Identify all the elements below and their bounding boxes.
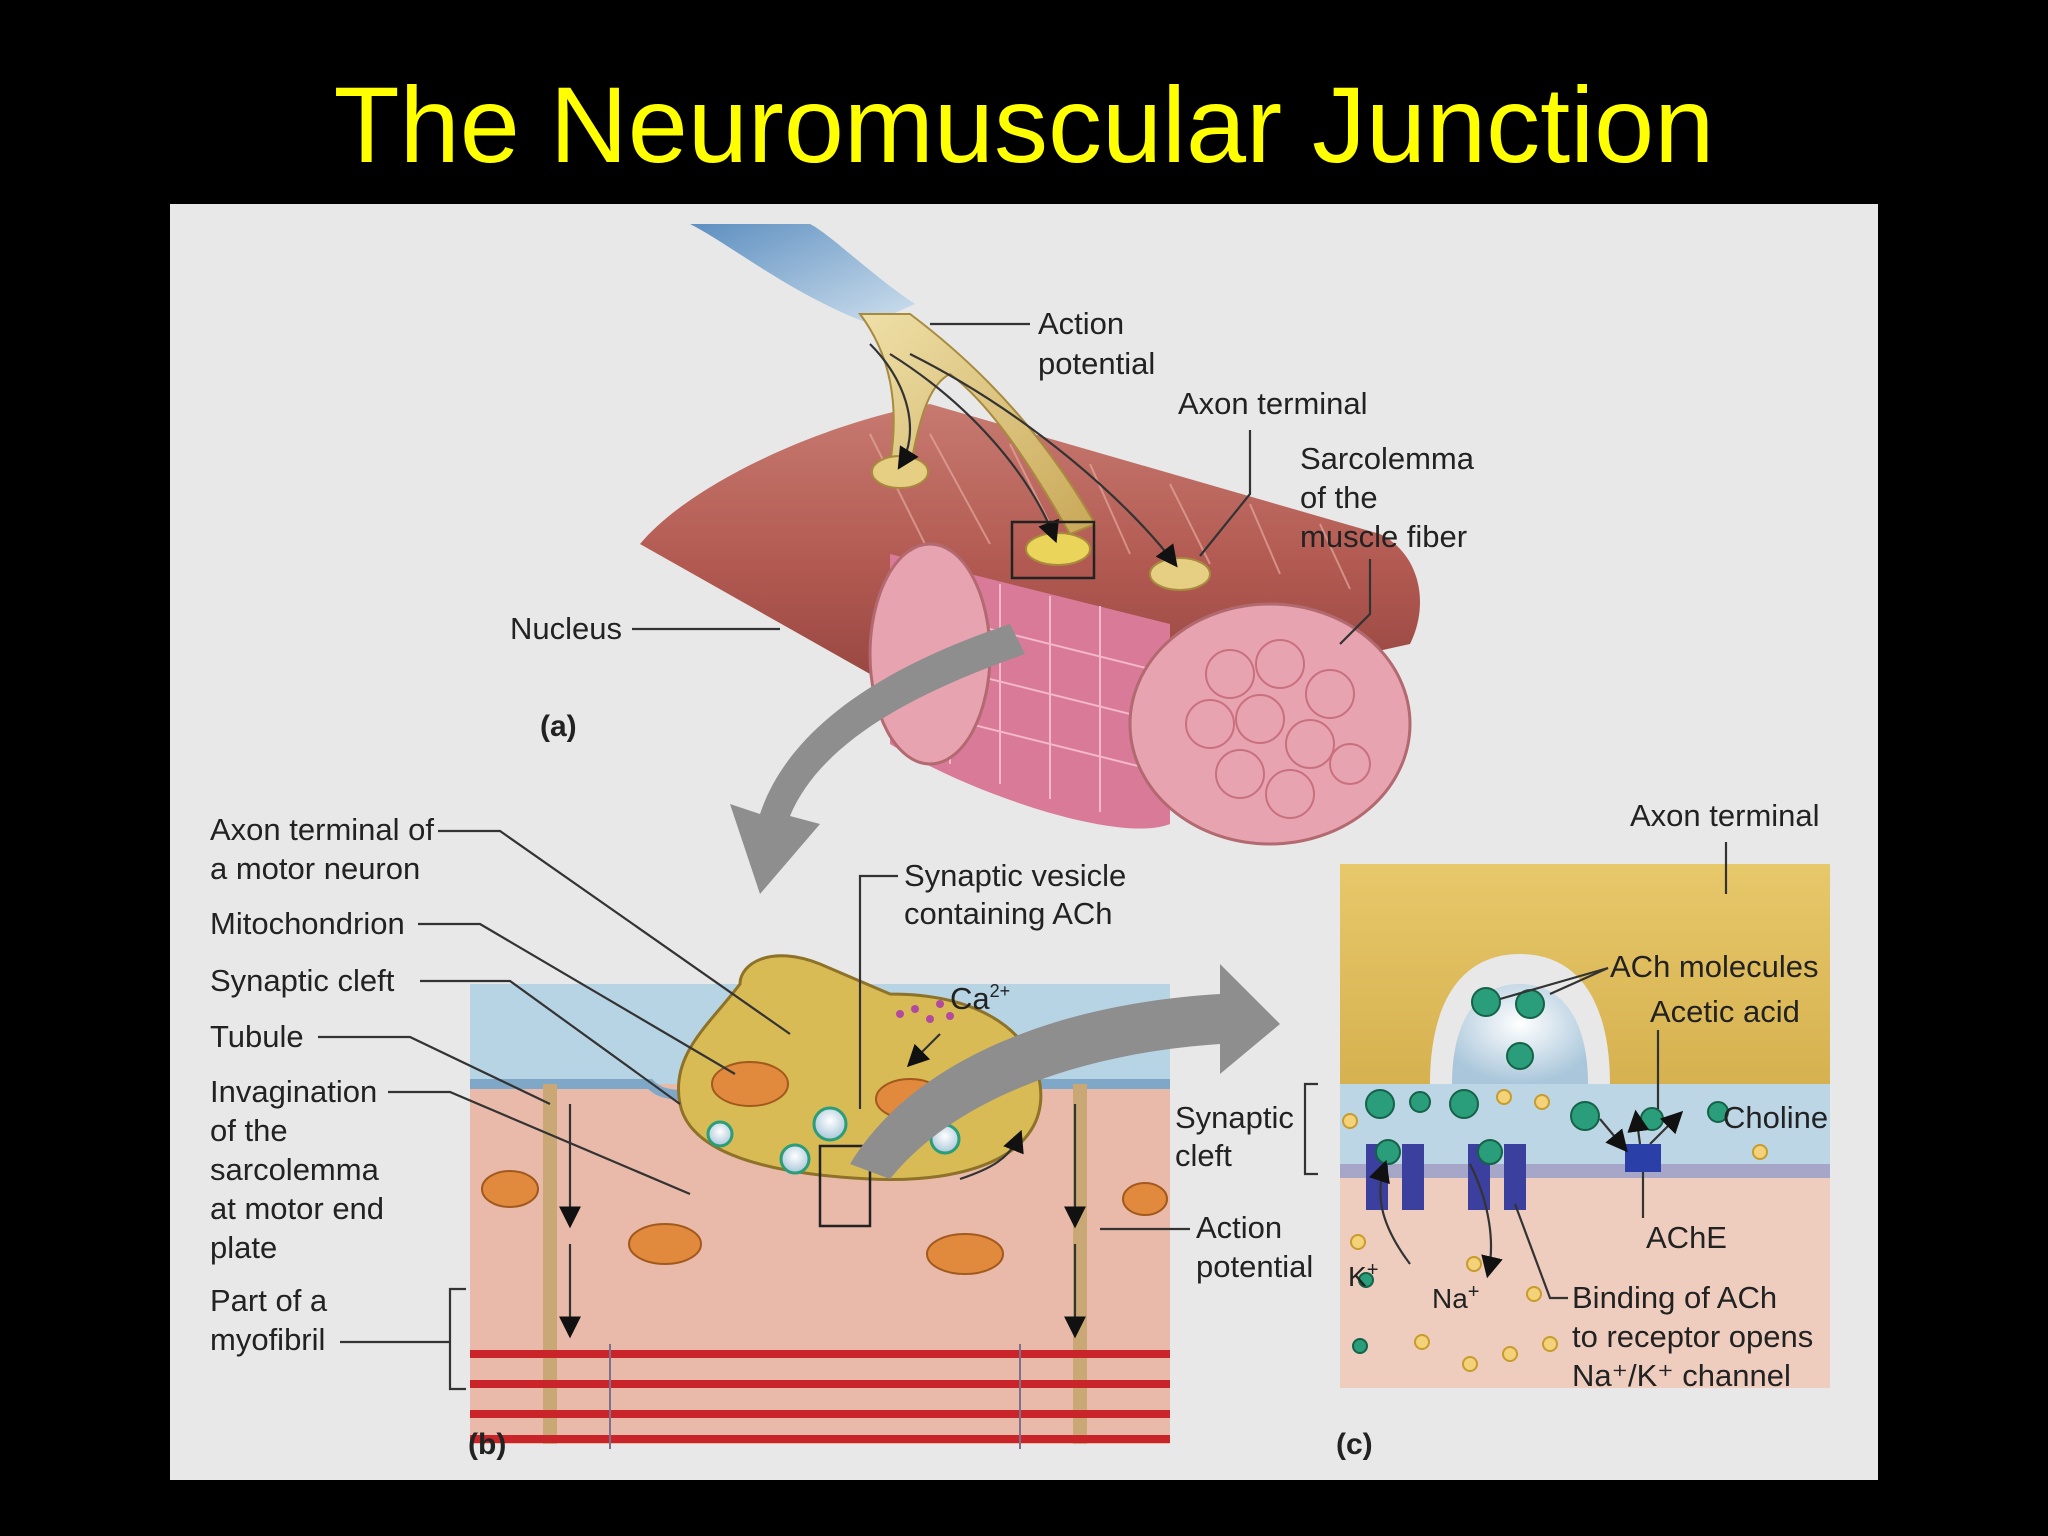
label-mitochondrion: Mitochondrion xyxy=(210,906,405,941)
axon-terminal-a1 xyxy=(871,455,929,489)
ach-receptor-channel-1b xyxy=(1402,1144,1424,1210)
myofibril-z-lines xyxy=(609,1344,1021,1449)
mitochondrion-muscle-1 xyxy=(481,1170,539,1208)
label-invagination-5: plate xyxy=(210,1230,277,1265)
zoom-arrow-a-to-b xyxy=(730,624,1025,894)
label-vesicle-1: Synaptic vesicle xyxy=(904,858,1126,893)
mitochondrion-muscle-4 xyxy=(1122,1182,1168,1216)
synaptic-vesicle-2 xyxy=(779,1143,811,1175)
label-choline: Choline xyxy=(1723,1100,1828,1135)
mitochondrion-terminal-1 xyxy=(711,1061,789,1107)
synaptic-vesicle-1 xyxy=(812,1106,848,1142)
muscle-cytoplasm-c xyxy=(1340,1178,1830,1388)
axon-terminal-a3 xyxy=(1149,557,1211,591)
zoom-arrow-b-to-c xyxy=(850,964,1280,1179)
label-myofibril-1: Part of a xyxy=(210,1283,328,1318)
neuromuscular-junction-figure: Action potential Axon terminal Sarcolemm… xyxy=(210,224,1830,1461)
panel-b-tag: (b) xyxy=(468,1428,506,1461)
action-potential-arrow-2 xyxy=(889,353,1059,544)
label-potassium: K+ xyxy=(1348,1259,1378,1292)
fiber-end xyxy=(1128,602,1412,846)
label-tubule: Tubule xyxy=(210,1019,304,1054)
ach-molecules xyxy=(1352,987,1729,1354)
panel-c-tag: (c) xyxy=(1336,1428,1373,1461)
action-potential-arrow-3 xyxy=(909,353,1178,568)
label-ache: AChE xyxy=(1646,1220,1727,1255)
action-potential-arrow-1 xyxy=(869,343,919,470)
label-axon-terminal-b2: a motor neuron xyxy=(210,851,420,886)
synaptic-vesicle-4 xyxy=(706,1120,734,1148)
mitochondrion-muscle-2 xyxy=(628,1223,702,1265)
label-binding-3: Na⁺/K⁺ channel xyxy=(1572,1358,1791,1393)
panel-c: Axon terminal ACh molecules Acetic acid … xyxy=(1175,798,1830,1461)
label-invagination-3: sarcolemma xyxy=(210,1152,380,1187)
panel-a: Action potential Axon terminal Sarcolemm… xyxy=(510,224,1475,894)
calcium-ions xyxy=(896,1000,954,1023)
figure-panel: Action potential Axon terminal Sarcolemm… xyxy=(170,204,1878,1480)
label-vesicle-2: containing ACh xyxy=(904,896,1113,931)
label-binding-2: to receptor opens xyxy=(1572,1319,1813,1354)
axon-terminal-a2 xyxy=(1025,532,1091,566)
label-axon-terminal-a: Axon terminal xyxy=(1178,386,1368,421)
mitochondrion-muscle-3 xyxy=(926,1233,1004,1275)
label-invagination-1: Invagination xyxy=(210,1074,377,1109)
label-axon-terminal-c: Axon terminal xyxy=(1630,798,1820,833)
label-action-potential-a2: potential xyxy=(1038,346,1155,381)
ache-enzyme xyxy=(1625,1144,1661,1172)
label-sarcolemma-2: of the xyxy=(1300,480,1378,515)
ach-receptor-channel-2b xyxy=(1504,1144,1526,1210)
label-action-potential-a: Action xyxy=(1038,306,1124,341)
label-invagination-4: at motor end xyxy=(210,1191,384,1226)
postsynaptic-membrane xyxy=(1340,1164,1830,1178)
slide-title: The Neuromuscular Junction xyxy=(333,64,1715,185)
label-action-potential-b2: potential xyxy=(1196,1249,1313,1284)
label-calcium: Ca2+ xyxy=(950,981,1010,1016)
label-sodium: Na+ xyxy=(1432,1281,1479,1314)
label-myofibril-2: myofibril xyxy=(210,1322,325,1357)
zoom-box-b xyxy=(818,1144,872,1228)
label-acetic-acid: Acetic acid xyxy=(1650,994,1800,1029)
zoom-box-a xyxy=(1010,520,1096,580)
label-synaptic-cleft-c1: Synaptic xyxy=(1175,1100,1294,1135)
axon xyxy=(858,313,1097,536)
label-sarcolemma-1: Sarcolemma xyxy=(1300,441,1475,476)
label-binding-1: Binding of ACh xyxy=(1572,1280,1777,1315)
label-axon-terminal-b1: Axon terminal of xyxy=(210,812,434,847)
panel-b: Axon terminal of a motor neuron Mitochon… xyxy=(210,812,1313,1461)
label-invagination-2: of the xyxy=(210,1113,288,1148)
label-nucleus: Nucleus xyxy=(510,611,622,646)
fiber-end-cells xyxy=(1185,639,1371,819)
label-ach-molecules: ACh molecules xyxy=(1610,949,1818,984)
label-action-potential-b1: Action xyxy=(1196,1210,1282,1245)
nerve-bundle xyxy=(690,224,915,324)
panel-a-tag: (a) xyxy=(540,710,577,743)
label-synaptic-cleft-b: Synaptic cleft xyxy=(210,963,395,998)
sodium-ions xyxy=(1342,1089,1768,1372)
label-sarcolemma-3: muscle fiber xyxy=(1300,519,1467,554)
myofibril xyxy=(470,1350,1170,1443)
label-synaptic-cleft-c2: cleft xyxy=(1175,1138,1232,1173)
